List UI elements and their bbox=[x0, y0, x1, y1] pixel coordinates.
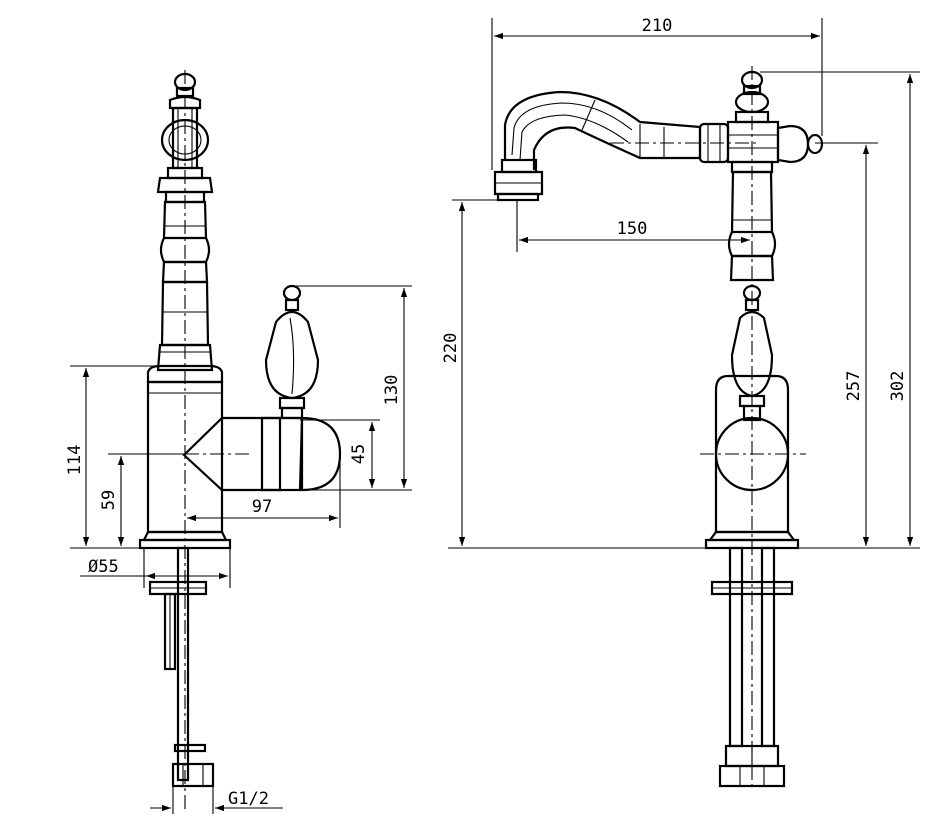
dim-302: 302 bbox=[888, 371, 908, 402]
dim-d55: Ø55 bbox=[88, 557, 119, 577]
dim-130: 130 bbox=[382, 375, 402, 406]
front-head bbox=[726, 70, 824, 174]
front-spout bbox=[493, 90, 730, 202]
dim-59: 59 bbox=[99, 490, 119, 510]
side-dimensions: 114 59 Ø55 97 45 130 G1/2 bbox=[65, 285, 412, 814]
front-dimensions: 210 150 220 257 302 bbox=[441, 16, 920, 549]
dim-45: 45 bbox=[349, 444, 369, 464]
side-column bbox=[156, 200, 214, 372]
side-body bbox=[146, 364, 342, 534]
front-view bbox=[493, 66, 824, 790]
dim-150: 150 bbox=[617, 219, 648, 239]
dim-220: 220 bbox=[441, 333, 461, 364]
side-handle-lever bbox=[264, 284, 320, 420]
side-view bbox=[110, 70, 342, 810]
dim-97: 97 bbox=[252, 497, 272, 517]
dim-114: 114 bbox=[65, 445, 85, 476]
dim-210: 210 bbox=[642, 16, 673, 36]
dim-g1-2: G1/2 bbox=[228, 789, 269, 809]
dim-257: 257 bbox=[844, 371, 864, 402]
